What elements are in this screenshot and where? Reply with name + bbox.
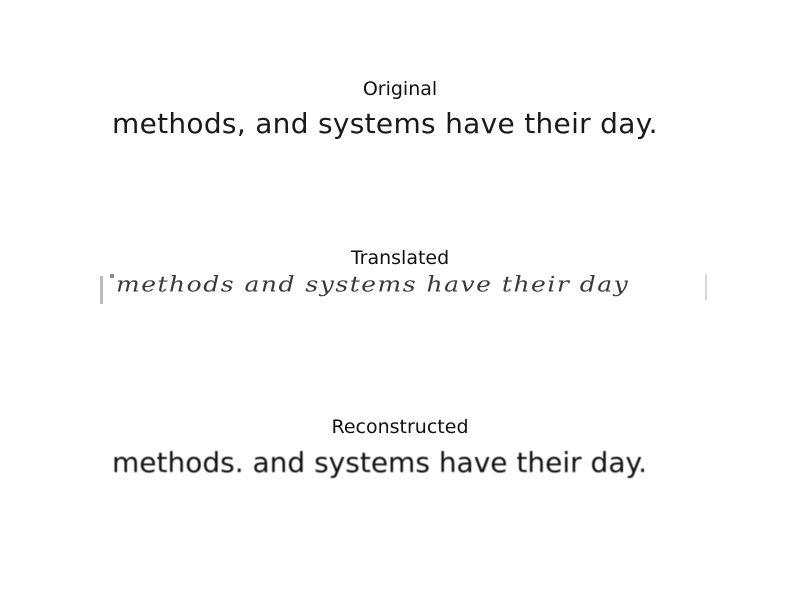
reconstructed-text: methods. and systems have their day. <box>112 446 647 479</box>
right-edge-mark <box>705 274 707 300</box>
reconstructed-title: Reconstructed <box>331 416 469 438</box>
ink-dot <box>110 274 114 278</box>
reconstructed-image: methods. and systems have their day. <box>100 438 720 480</box>
original-title: Original <box>362 78 438 100</box>
original-image: methods, and systems have their day. <box>100 102 720 142</box>
translated-image: methods and systems have their day <box>100 270 720 330</box>
translated-text: methods and systems have their day <box>116 272 630 297</box>
translated-title: Translated <box>350 247 450 269</box>
left-edge-mark <box>100 276 103 304</box>
original-text: methods, and systems have their day. <box>112 107 658 140</box>
